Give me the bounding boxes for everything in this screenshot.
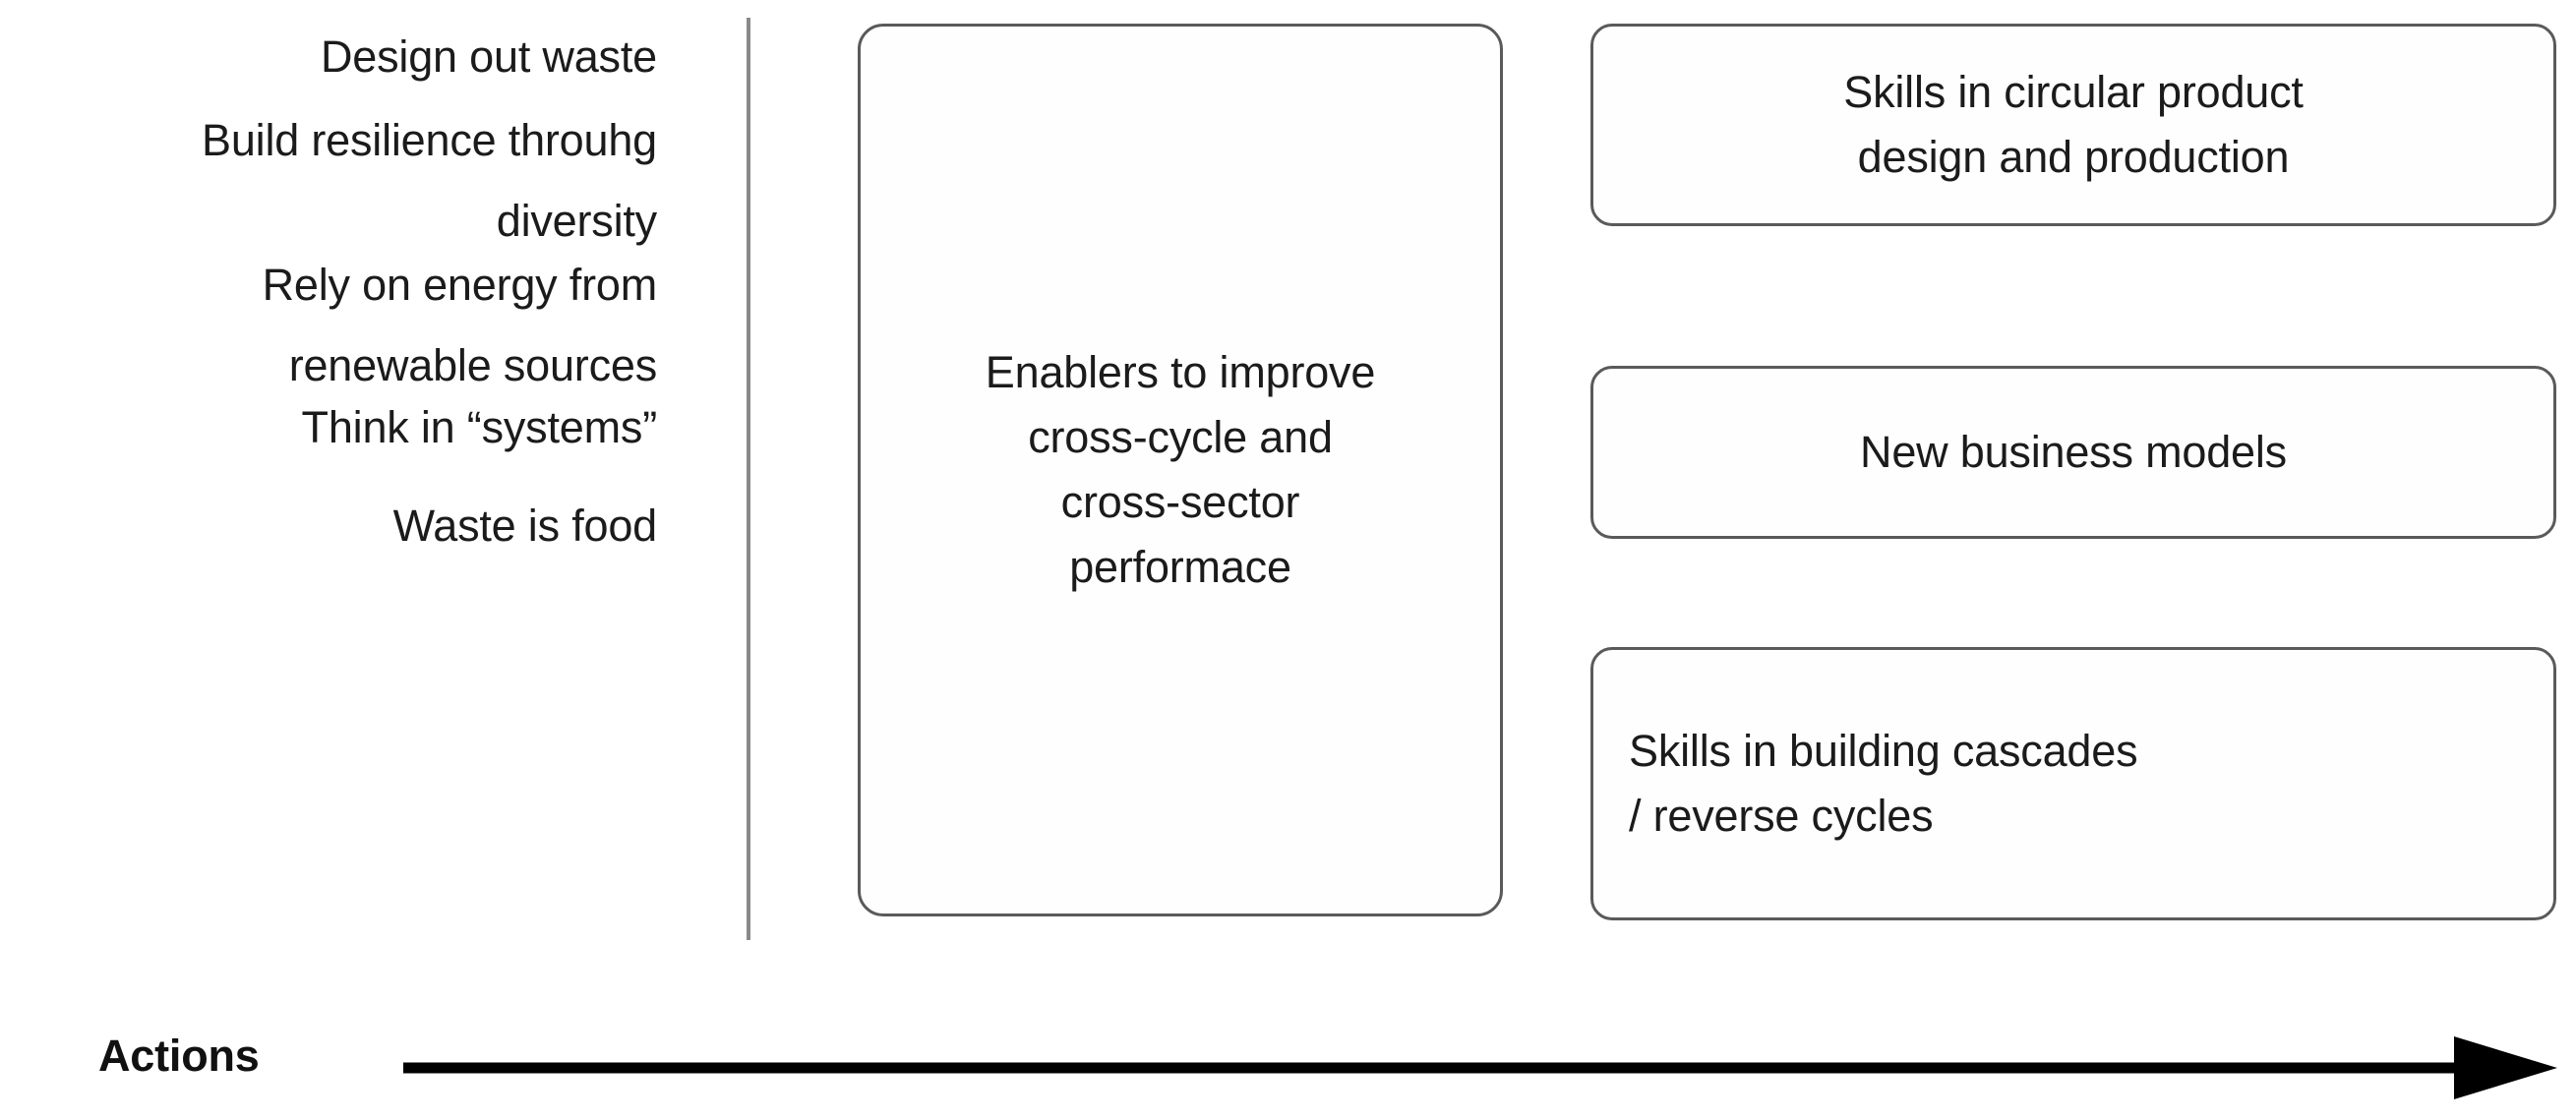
center-enablers-card: Enablers to improve cross-cycle and cros… — [858, 24, 1503, 916]
enabler-card-text: Skills in circular product design and pr… — [1843, 67, 2304, 182]
principle-item-renewable-energy: Rely on energy from renewable sources — [262, 260, 658, 390]
enabler-card-circular-product-design: Skills in circular product design and pr… — [1590, 24, 2556, 226]
principle-item-design-out-waste: Design out waste — [321, 31, 657, 82]
principles-column: Design out waste Build resilience throuh… — [0, 0, 657, 964]
principle-item-build-resilience: Build resilience throuhg diversity — [202, 115, 657, 246]
enabler-card-text: Skills in building cascades / reverse cy… — [1629, 726, 2138, 841]
principle-item-waste-is-food: Waste is food — [392, 501, 658, 551]
arrow-right-icon — [403, 1036, 2557, 1099]
enabler-card-cascades-reverse-cycles: Skills in building cascades / reverse cy… — [1590, 647, 2556, 920]
principle-item-think-in-systems: Think in “systems” — [301, 402, 658, 452]
enabler-card-new-business-models: New business models — [1590, 366, 2556, 539]
vertical-divider — [747, 18, 750, 940]
enabler-card-text: New business models — [1860, 427, 2287, 477]
actions-axis-label: Actions — [98, 1031, 260, 1081]
center-enablers-card-text: Enablers to improve cross-cycle and cros… — [985, 347, 1376, 592]
